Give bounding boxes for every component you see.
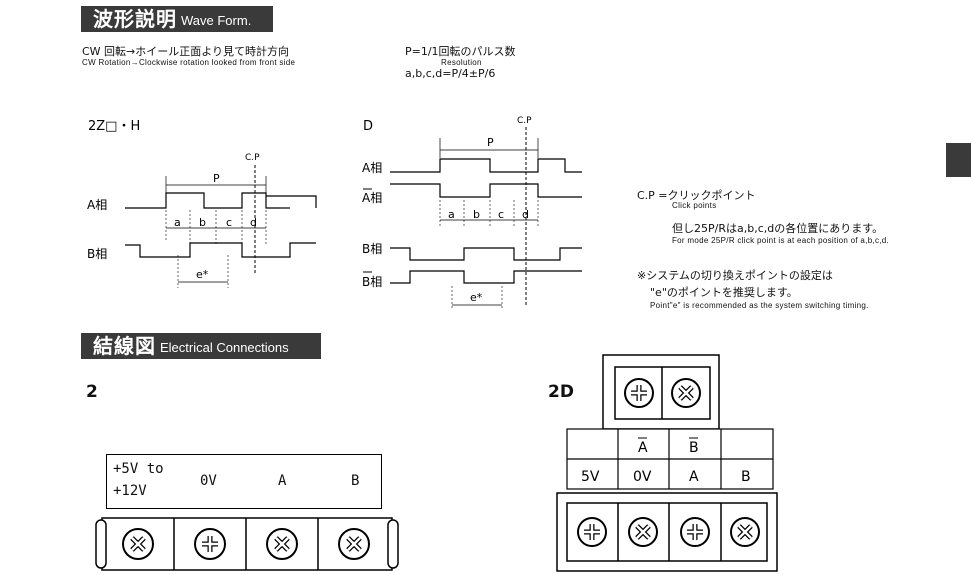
terminal-2d-a-label: A [689, 469, 699, 485]
cp-note-en: Click points [672, 201, 717, 210]
terminal-b-label: B [351, 473, 360, 489]
terminal-block-2d: A B 5V 0V A B [556, 354, 778, 572]
terminal-label-box-2: +5V to +12V 0V A B [106, 454, 382, 509]
screw-a-icon[interactable] [266, 528, 298, 560]
screw-2d-b-icon[interactable] [730, 517, 760, 547]
waveform-title-en: Wave Form. [181, 13, 252, 28]
phase-abar-label: A相 [362, 191, 382, 205]
p-label-left: P [213, 172, 220, 185]
note4-jp: "e"のポイントを推奨します。 [650, 286, 798, 299]
terminal-2d-b-label: B [741, 469, 751, 485]
screw-top-right-icon[interactable] [671, 378, 701, 408]
resolution-formula: a,b,c,d=P/4±P/6 [405, 67, 496, 80]
phase-a-label-right: A相 [362, 161, 382, 175]
cp-note-jp: C.P =クリックポイント [637, 189, 756, 202]
section-header-waveform: 波形説明 Wave Form. [81, 6, 273, 32]
d-label-left: d [250, 216, 257, 229]
note2-en: For mode 25P/R click point is at each po… [672, 236, 890, 245]
phase-bbar-label: B相 [362, 275, 382, 289]
cw-description-jp: CW 回転→ホイール正面より見て時計方向 [82, 45, 290, 58]
b-label-left: b [199, 216, 206, 229]
phase-b-waveform-right [390, 247, 582, 261]
connections-title-jp: 結線図 [93, 334, 156, 358]
e-label-left: e* [196, 268, 209, 281]
waveform-title-jp: 波形説明 [93, 7, 177, 31]
screw-top-left-icon[interactable] [624, 378, 654, 408]
b-label-right: b [473, 208, 480, 221]
phase-abar-waveform [390, 183, 582, 198]
bbar-label: B [689, 440, 699, 456]
terminal-0v-label: 0V [200, 473, 217, 489]
phase-b-label-left: B相 [87, 247, 107, 261]
phase-a-waveform-left [125, 192, 280, 209]
a-label-left: a [174, 216, 181, 229]
connections-title-en: Electrical Connections [160, 340, 289, 355]
c-label-right: c [498, 208, 504, 221]
screw-5v-icon[interactable] [122, 528, 154, 560]
section-header-connections: 結線図 Electrical Connections [81, 333, 321, 359]
terminal-2d-0v-label: 0V [633, 469, 652, 485]
resolution-jp: P=1/1回転のパルス数 [405, 45, 516, 58]
c-label-left: c [226, 216, 232, 229]
resolution-en: Resolution [441, 58, 482, 67]
side-tab[interactable] [946, 143, 971, 177]
model-2-label: 2 [86, 382, 98, 402]
phase-b-waveform-left [125, 242, 316, 258]
note3-en: Point"e" is recommended as the system sw… [650, 301, 869, 310]
p-label-right: P [487, 136, 494, 149]
cp-label-left: C.P [245, 153, 260, 163]
terminal-a-label: A [278, 473, 287, 489]
e-label-right: e* [470, 291, 483, 304]
phase-b-label-right: B相 [362, 242, 382, 256]
model-2d-label: 2D [548, 382, 574, 402]
screw-2d-a-icon[interactable] [680, 517, 710, 547]
phase-a-waveform-right [390, 158, 582, 173]
waveform-d-diagram: D C.P A相 A相 B相 B相 P a b c d e* [362, 116, 582, 310]
abar-label: A [638, 440, 648, 456]
note3-jp: ※システムの切り換えポイントの設定は [637, 269, 833, 282]
screw-2d-5v-icon[interactable] [577, 517, 607, 547]
cw-description-en: CW Rotation→Clockwise rotation looked fr… [82, 58, 296, 67]
waveform-2zh-diagram: 2Z□・H C.P A相 B相 P a b c d e* [87, 119, 317, 288]
screw-0v-icon[interactable] [194, 528, 226, 560]
terminal-2d-5v-label: 5V [581, 469, 600, 485]
terminal-12v-label: +12V [113, 483, 147, 499]
phase-bbar-waveform [390, 270, 582, 284]
phase-a-label-left: A相 [87, 198, 107, 212]
d-label-right: d [522, 208, 529, 221]
terminal-5v-label: +5V to [113, 461, 164, 477]
screw-b-icon[interactable] [338, 528, 370, 560]
a-label-right: a [448, 208, 455, 221]
model-2zh-label: 2Z□・H [88, 119, 140, 134]
model-d-label: D [363, 119, 373, 134]
screw-2d-0v-icon[interactable] [628, 517, 658, 547]
cp-label-right: C.P [517, 116, 532, 126]
terminal-block-2 [95, 517, 399, 571]
note2-jp: 但し25P/Rはa,b,c,dの各位置にあります。 [672, 222, 884, 235]
